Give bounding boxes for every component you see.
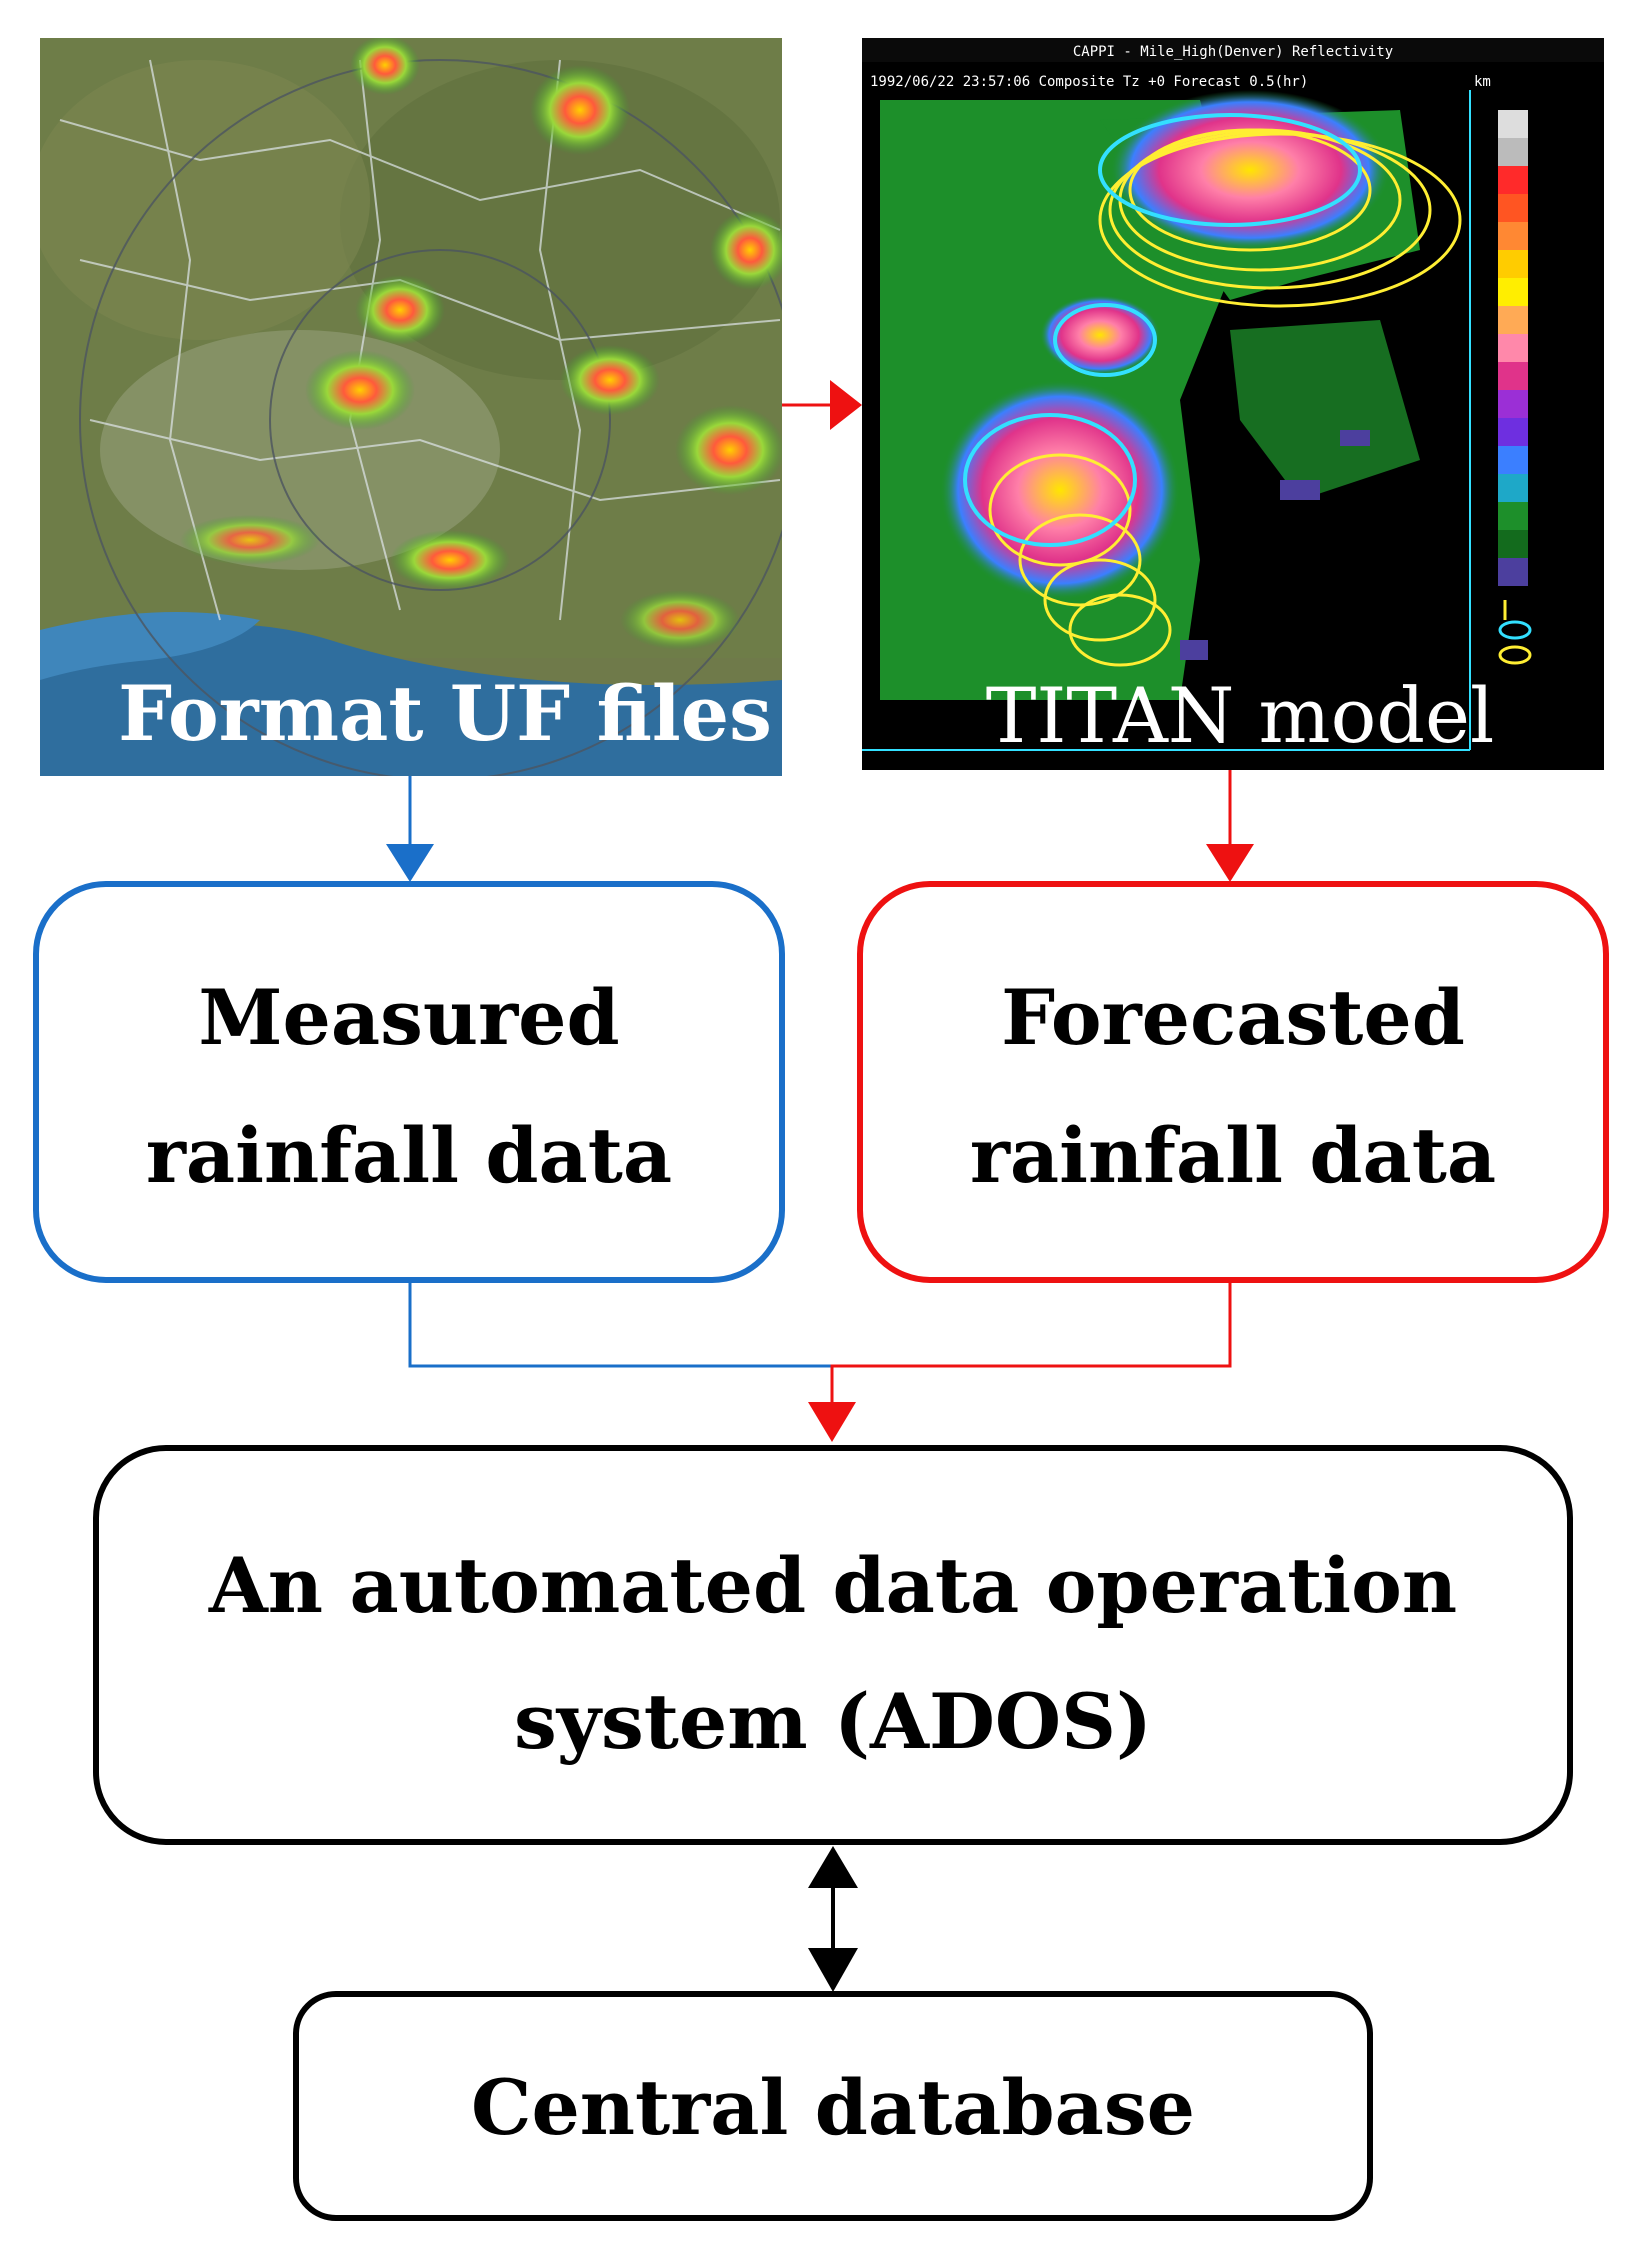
measured-to-ados-connector — [408, 1280, 832, 1368]
measured-rainfall-node: Measured rainfall data — [33, 881, 785, 1283]
uf-to-measured-arrow — [386, 776, 434, 882]
titan-to-forecasted-arrow — [1206, 770, 1254, 882]
measured-line2: rainfall data — [146, 1111, 672, 1200]
ados-line2: system (ADOS) — [514, 1677, 1152, 1766]
titan-header-subtitle: 1992/06/22 23:57:06 Composite Tz +0 Fore… — [870, 74, 1308, 90]
titan-forecast-image: CAPPI - Mile_High(Denver) Reflectivity 1… — [862, 38, 1604, 770]
image-to-image-arrow — [782, 380, 862, 430]
forecasted-line1: Forecasted — [1001, 973, 1465, 1062]
ados-database-bidirectional-arrow — [808, 1846, 858, 1992]
forecasted-to-ados-connector — [808, 1280, 1232, 1442]
left-image-caption: Format UF files — [118, 669, 772, 758]
forecasted-rainfall-node: Forecasted rainfall data — [857, 881, 1609, 1283]
titan-color-legend — [1498, 110, 1532, 665]
right-image-caption: TITAN model — [986, 671, 1495, 760]
titan-header-title: CAPPI - Mile_High(Denver) Reflectivity — [1073, 44, 1393, 60]
forecasted-line2: rainfall data — [970, 1111, 1496, 1200]
radar-map-image: Format UF files — [40, 38, 782, 776]
ados-node: An automated data operation system (ADOS… — [93, 1445, 1573, 1845]
database-label: Central database — [471, 2063, 1195, 2152]
titan-unit-label: km — [1474, 74, 1491, 90]
central-database-node: Central database — [293, 1991, 1373, 2221]
measured-line1: Measured — [198, 973, 619, 1062]
ados-line1: An automated data operation — [208, 1541, 1457, 1630]
